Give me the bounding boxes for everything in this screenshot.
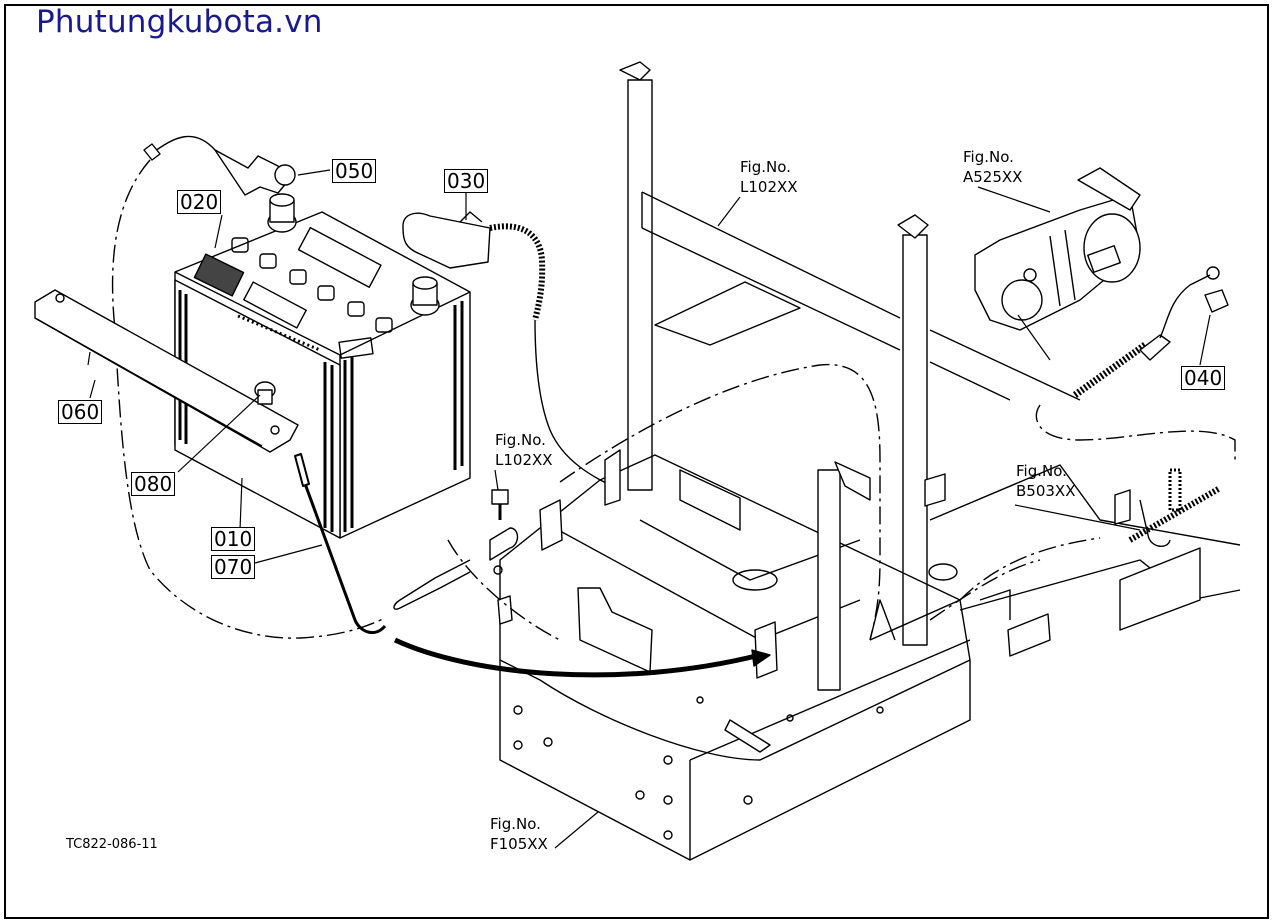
starter-motor-drawing <box>974 167 1229 398</box>
watermark-text: Phutungkubota.vn <box>36 4 323 40</box>
battery-holder-drawing <box>34 289 387 635</box>
figref-code: L102XX <box>495 451 553 469</box>
figref-b503[interactable]: Fig.No. B503XX <box>1016 461 1075 501</box>
figref-caption: Fig.No. <box>490 815 541 833</box>
part-label-030[interactable]: 030 <box>444 169 489 193</box>
part-label-010[interactable]: 010 <box>211 527 256 551</box>
figref-code: B503XX <box>1016 482 1076 500</box>
drawing-code: TC822-086-11 <box>66 837 158 852</box>
figref-caption: Fig.No. <box>740 158 791 176</box>
frame-structure-drawing <box>497 61 1241 861</box>
figref-code: L102XX <box>740 178 798 196</box>
part-label-060[interactable]: 060 <box>58 400 103 424</box>
figref-caption: Fig.No. <box>495 431 546 449</box>
figref-code: A525XX <box>963 168 1023 186</box>
part-label-080[interactable]: 080 <box>131 472 176 496</box>
part-label-050[interactable]: 050 <box>332 159 377 183</box>
figref-code: F105XX <box>490 835 548 853</box>
positive-cable-drawing <box>111 135 386 639</box>
figref-a525[interactable]: Fig.No. A525XX <box>963 147 1022 187</box>
figref-caption: Fig.No. <box>1016 462 1067 480</box>
diagram-frame <box>4 4 1269 919</box>
figref-f105[interactable]: Fig.No. F105XX <box>490 814 548 854</box>
connector-drawing <box>1114 468 1222 547</box>
part-label-020[interactable]: 020 <box>177 190 222 214</box>
ground-bolt-drawing <box>393 489 519 610</box>
figref-l102-mid[interactable]: Fig.No. L102XX <box>495 430 553 470</box>
part-label-070[interactable]: 070 <box>211 555 256 579</box>
cable-routing-lines <box>447 363 1236 641</box>
part-label-040[interactable]: 040 <box>1181 366 1226 390</box>
figref-caption: Fig.No. <box>963 148 1014 166</box>
figref-l102-top[interactable]: Fig.No. L102XX <box>740 157 798 197</box>
routing-arrow <box>393 637 761 678</box>
leader-lines <box>87 169 1211 849</box>
negative-cable-drawing <box>402 211 621 491</box>
